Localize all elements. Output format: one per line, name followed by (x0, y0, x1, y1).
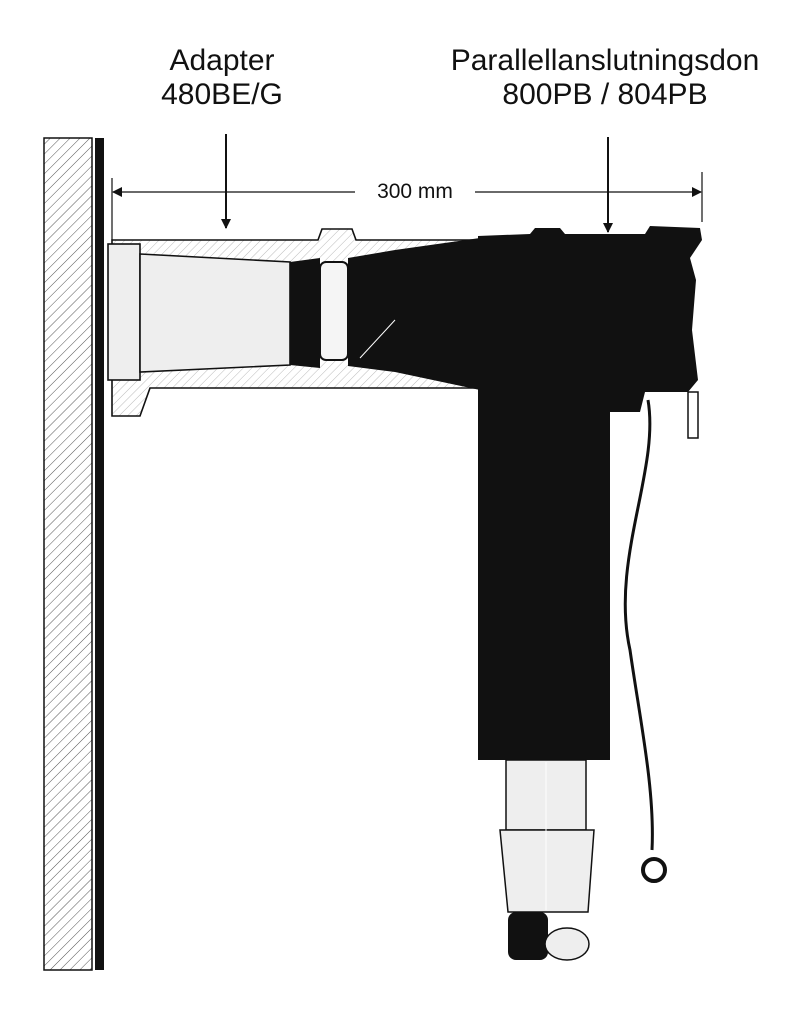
connector-label: Parallellanslutningsdon 800PB / 804PB (405, 44, 805, 112)
dimension-label: 300 mm (355, 177, 475, 207)
adapter-label-line2: 480BE/G (161, 78, 283, 111)
cable (499, 759, 595, 961)
bushing-cone (139, 253, 291, 373)
earth-wire-line (623, 399, 654, 851)
adapter-flange (107, 243, 141, 381)
wall (43, 137, 104, 971)
cable-core-dark (508, 912, 548, 960)
cable-sheath-lower (499, 829, 595, 913)
insulator-ring (319, 261, 349, 361)
adapter-label-line1: Adapter (169, 44, 275, 77)
dimension-line (111, 172, 703, 240)
label-arrows (221, 134, 613, 233)
end-cap-terminal (687, 391, 699, 439)
connector-main-body (478, 226, 702, 760)
cable-core-light (544, 927, 590, 961)
connector-cone-insert (290, 258, 320, 368)
ring-terminal-icon (641, 857, 667, 883)
wall-plate (95, 138, 104, 970)
adapter-label: Adapter 480BE/G (122, 44, 322, 112)
wall-hatch (43, 137, 93, 971)
connector-tapered-neck (348, 238, 480, 390)
earth-wire (623, 399, 667, 883)
connector-label-line1: Parallellanslutningsdon (450, 44, 760, 77)
connector-800pb-804pb (290, 226, 702, 760)
connector-label-line2: 800PB / 804PB (502, 78, 708, 111)
connector-highlight (359, 319, 396, 359)
